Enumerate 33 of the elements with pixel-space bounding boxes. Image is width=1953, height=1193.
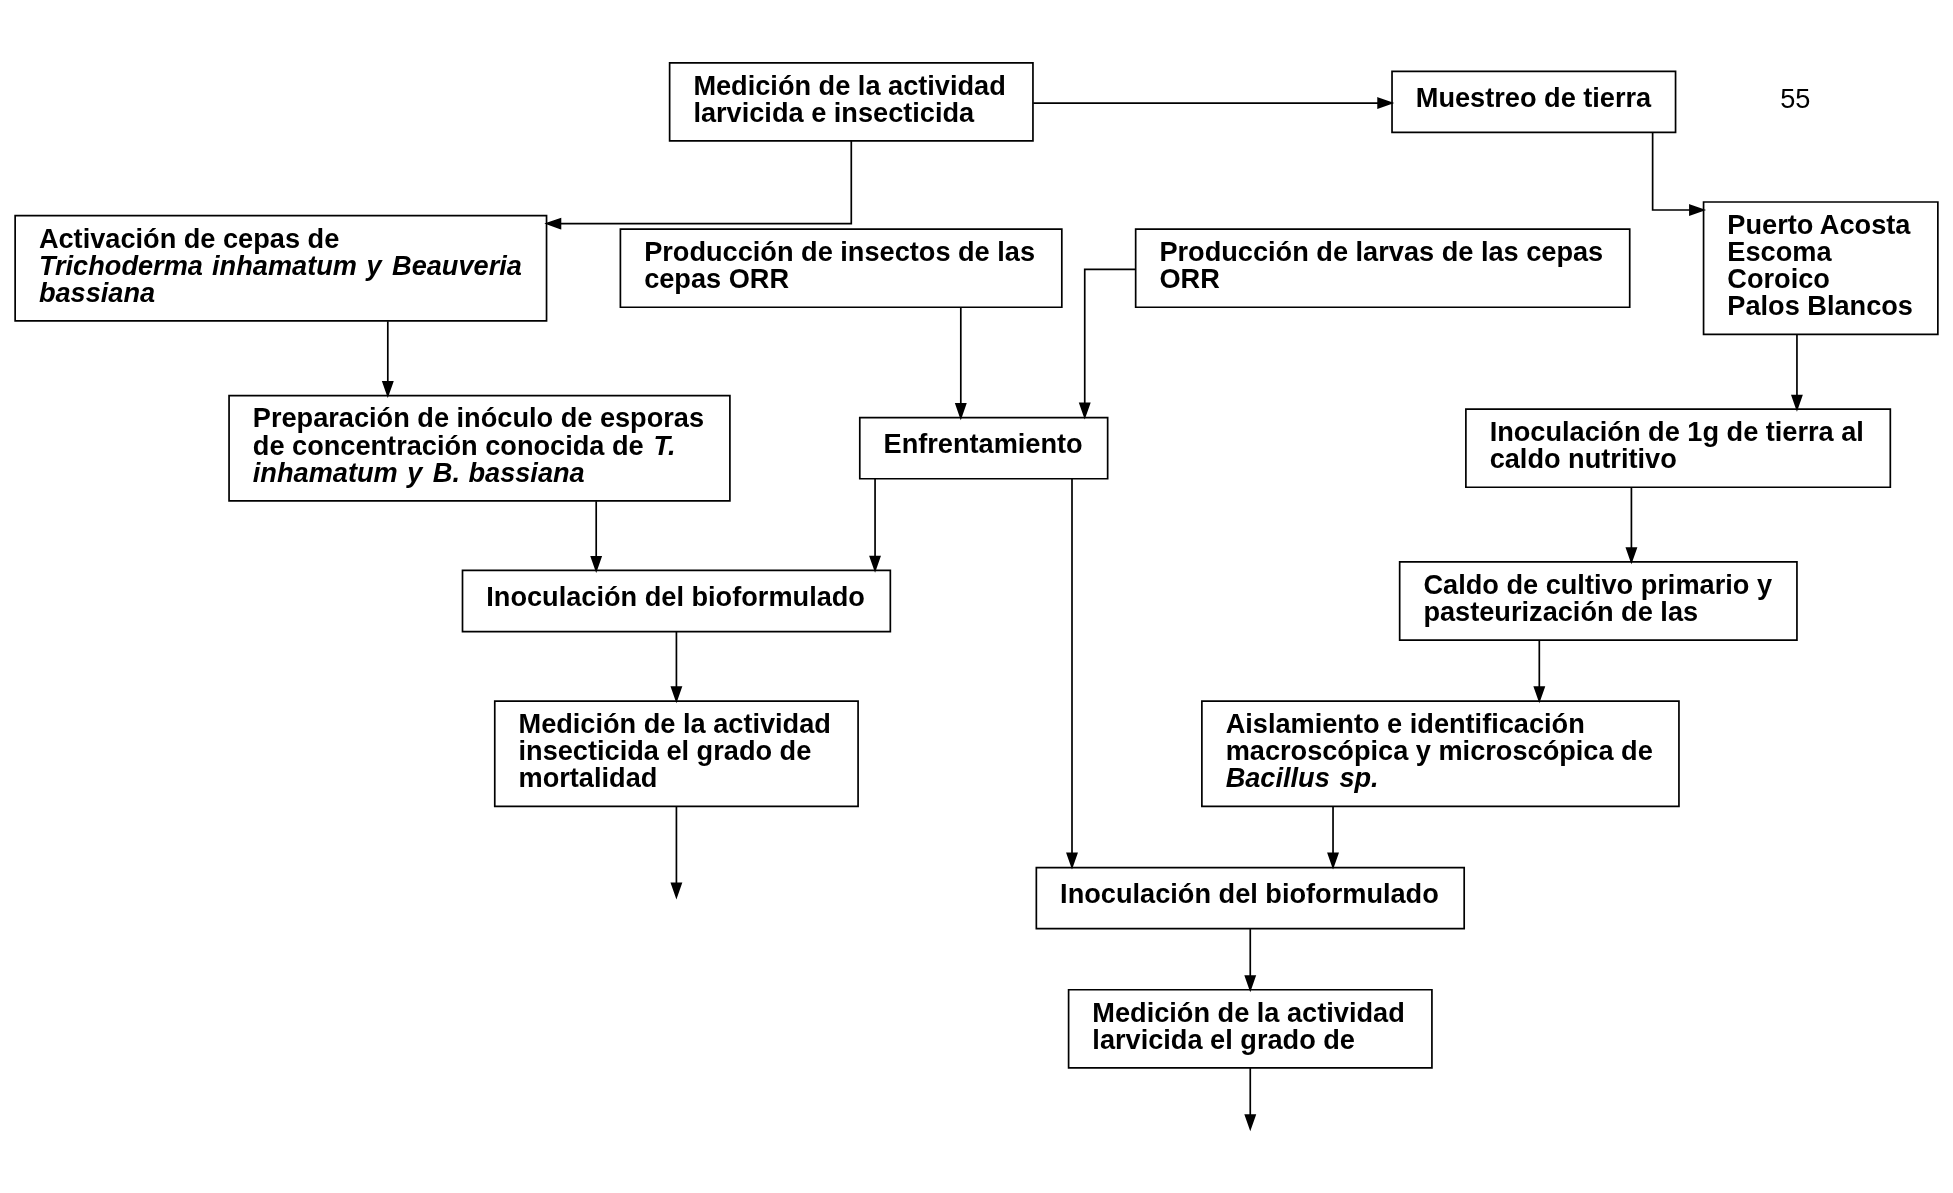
label: 55 xyxy=(1780,83,1811,115)
arrow xyxy=(1651,131,1707,216)
node-box: Producción de larvas de las cepas ORR xyxy=(1134,228,1631,309)
node-box: Medición de la actividad larvicida e insecticida xyxy=(668,61,1034,142)
node-box: Muestreo de tierra xyxy=(1391,70,1677,134)
node-box: Inoculación del bioformulado xyxy=(461,569,892,633)
arrow xyxy=(1066,478,1078,870)
arrow xyxy=(954,306,967,421)
node-box: Caldo de cultivo primario y pasteurización de las xyxy=(1398,561,1798,641)
node-box: Inoculación de 1g de tierra al caldo nutritivo xyxy=(1465,408,1892,489)
node-box: Medición de la actividad insecticida el grado de mortalidad xyxy=(493,700,859,808)
node-box: Producción de insectos de las cepas ORR xyxy=(619,228,1063,309)
arrow xyxy=(544,140,853,230)
arrow xyxy=(1078,268,1137,420)
node-box: Aislamiento e identificación macroscópica y microscópica de Bacillus sp. xyxy=(1201,700,1680,808)
node-box: Puerto Acosta Escoma Coroico Palos Blancos xyxy=(1702,201,1939,336)
arrow xyxy=(1327,805,1339,870)
node-box: Inoculación del bioformulado xyxy=(1035,866,1466,930)
arrow xyxy=(1244,928,1257,993)
arrow xyxy=(590,500,603,573)
arrow xyxy=(1032,97,1395,109)
arrow xyxy=(1533,639,1546,704)
node-box: Preparación de inóculo de esporas de concentración conocida de T. inhamatum y B. bassiana xyxy=(228,394,731,502)
arrow xyxy=(1244,1067,1257,1132)
arrow xyxy=(670,631,683,704)
arrow xyxy=(1625,486,1638,565)
node-box: Activación de cepas de Trichoderma inhamatum y Beauveria bassiana xyxy=(14,214,548,322)
node-box: Medición de la actividad larvicida el grado de xyxy=(1067,988,1433,1069)
arrow xyxy=(869,478,881,573)
node-box: Enfrentamiento xyxy=(858,416,1109,480)
arrow xyxy=(670,805,683,900)
arrow xyxy=(381,320,394,399)
arrow xyxy=(1791,333,1803,412)
